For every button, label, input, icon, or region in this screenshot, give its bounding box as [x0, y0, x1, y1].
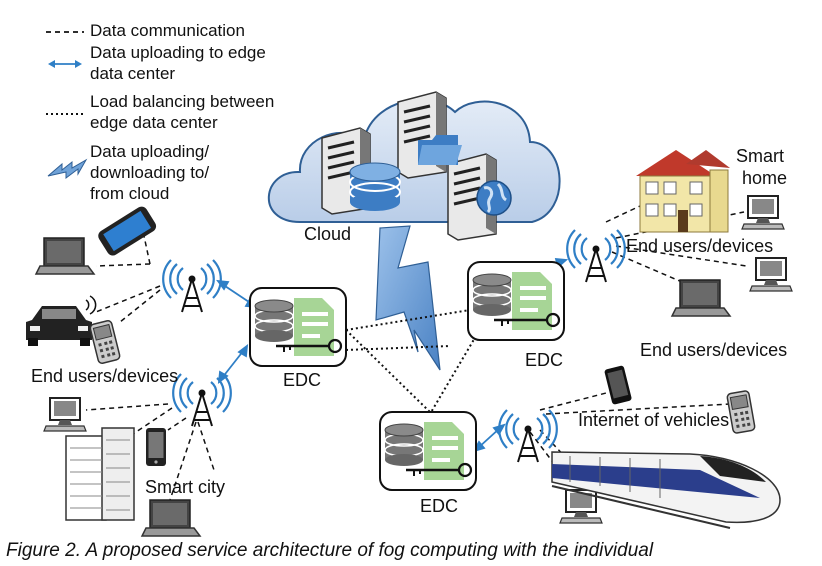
legend-cloud-transfer-label-line1: Data uploading/ — [90, 142, 210, 161]
building-icon — [65, 427, 135, 521]
desktop-icon — [741, 195, 785, 230]
load-balancing-links — [345, 309, 477, 415]
end-users-devices-label: End users/devices — [640, 340, 788, 360]
train-icon — [551, 451, 781, 529]
feature-phone-icon — [725, 389, 757, 435]
legend-uploading-edge-label-line1: Data uploading to edge — [90, 43, 266, 62]
legend — [46, 31, 88, 179]
globe-icon — [476, 180, 512, 216]
edc-label: EDC — [283, 370, 322, 390]
edc-label: EDC — [420, 496, 459, 516]
smartphone-icon — [604, 365, 632, 405]
edc-label: EDC — [525, 350, 564, 370]
antenna-icon — [162, 258, 222, 314]
smart-home-label-line1: Smart — [736, 146, 785, 166]
smartphone-icon — [98, 206, 157, 256]
legend-double-arrow-icon — [48, 60, 82, 68]
end-users-devices-label: End users/devices — [626, 236, 774, 256]
legend-lightning-icon — [47, 158, 88, 179]
laptop-icon — [141, 499, 201, 537]
smart-city-label: Smart city — [145, 477, 226, 497]
smart-home-label-line2: home — [742, 168, 788, 188]
legend-communication-label: Data communication — [90, 21, 245, 40]
legend-load-balancing-label-line2: edge data center — [90, 113, 218, 132]
end-users-devices-label: End users/devices — [31, 366, 179, 386]
antenna-icon — [172, 372, 232, 428]
house-icon — [636, 150, 730, 233]
smartphone-icon — [146, 428, 166, 466]
edc-box — [250, 288, 346, 366]
legend-load-balancing-label-line1: Load balancing between — [90, 92, 275, 111]
legend-cloud-transfer-label-line2: downloading to/ — [90, 163, 210, 182]
desktop-icon — [559, 489, 603, 524]
edc-box — [380, 412, 476, 490]
desktop-icon — [43, 397, 87, 432]
legend-cloud-transfer-label-line3: from cloud — [90, 184, 170, 203]
cloud-label: Cloud — [304, 224, 352, 244]
internet-of-vehicles-label: Internet of vehicles — [578, 410, 730, 430]
laptop-icon — [671, 279, 731, 317]
antenna-icon — [498, 408, 558, 464]
cloud-link-lightning-icon — [375, 225, 441, 371]
feature-phone-icon — [88, 319, 122, 365]
desktop-icon — [749, 257, 793, 292]
figure-caption: Figure 2. A proposed service architectur… — [6, 540, 654, 561]
cloud — [267, 90, 561, 242]
car-icon — [26, 295, 97, 346]
laptop-icon — [35, 237, 95, 275]
legend-uploading-edge-label-line2: data center — [90, 64, 176, 83]
database-icon — [349, 162, 401, 211]
folder-icon — [418, 135, 462, 165]
edc-box — [468, 262, 564, 340]
